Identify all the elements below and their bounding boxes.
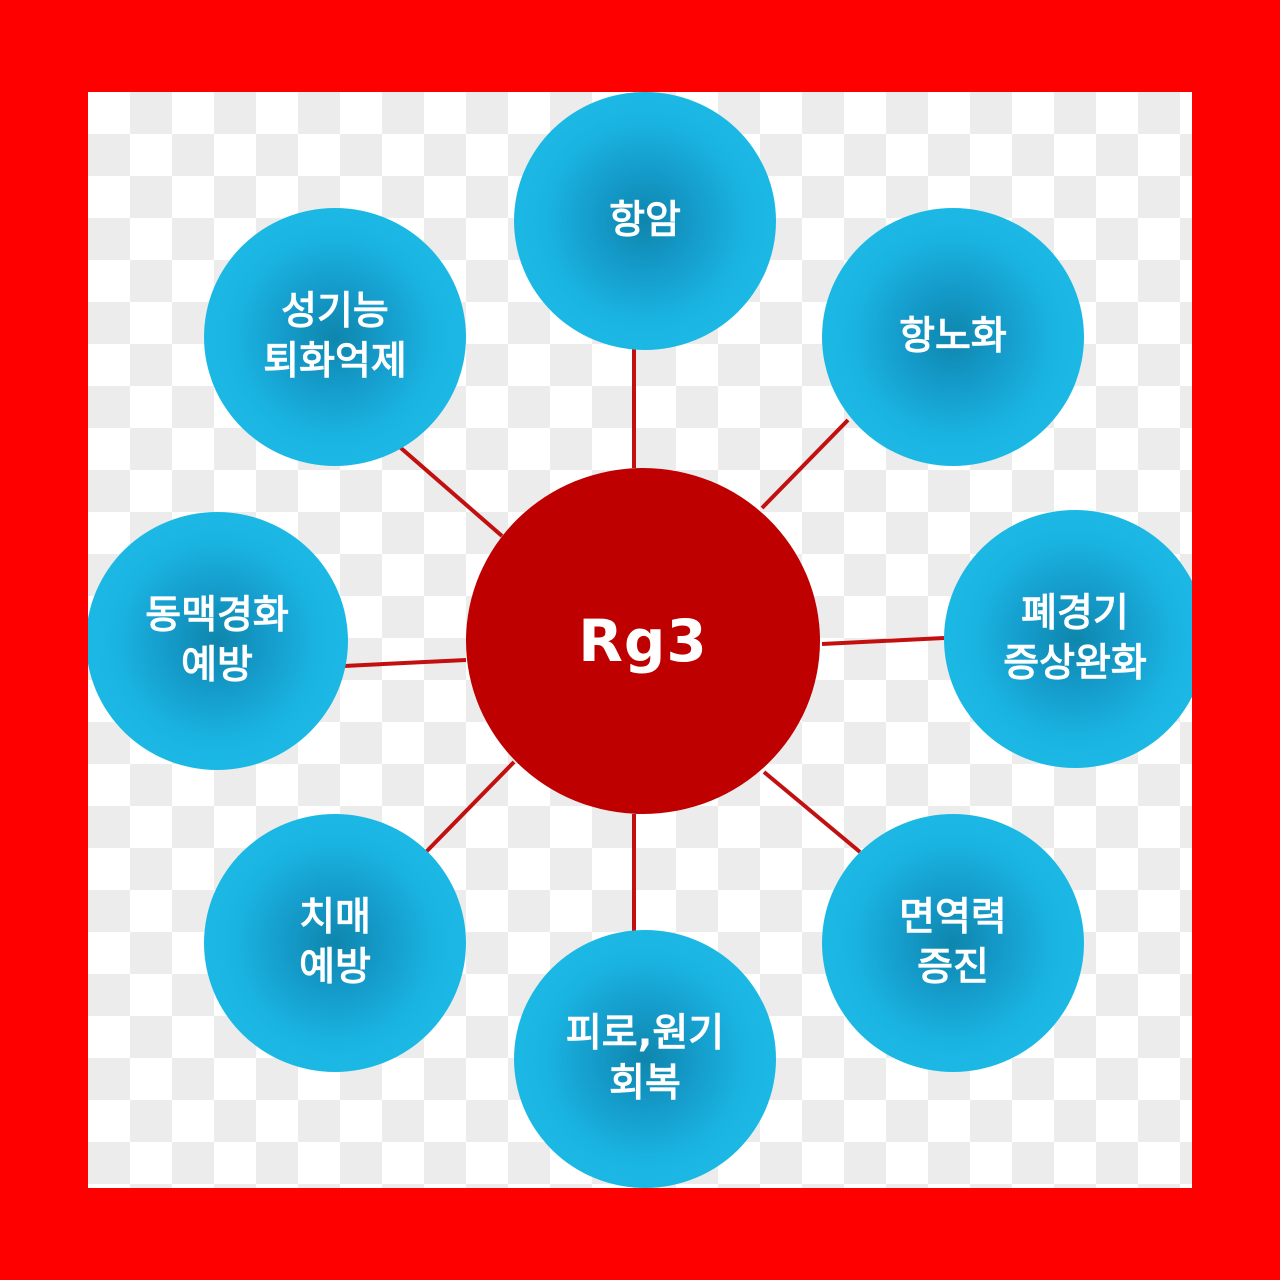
center-node-rg3: Rg3 [466,468,820,814]
diagram-canvas: Rg3 항암 항노화 폐경기 증상완화 면역력 증진 피로,원기 회복 치매 예… [88,92,1192,1188]
node-anticancer: 항암 [514,92,776,350]
node-immunity-boost: 면역력 증진 [822,814,1084,1072]
connector-top-left [392,440,504,538]
node-anti-aging: 항노화 [822,208,1084,466]
connector-top-right [760,418,850,510]
connector-left [343,658,467,668]
node-sexual-function: 성기능 퇴화억제 [204,208,466,466]
connector-right [821,636,945,646]
connector-bottom-left [424,760,516,854]
node-arteriosclerosis-prevention: 동맥경화 예방 [88,512,348,770]
node-fatigue-recovery: 피로,원기 회복 [514,930,776,1188]
connector-bottom-right [762,770,862,854]
node-menopause-relief: 폐경기 증상완화 [944,510,1192,768]
node-dementia-prevention: 치매 예방 [204,814,466,1072]
connector-lines [343,348,945,934]
